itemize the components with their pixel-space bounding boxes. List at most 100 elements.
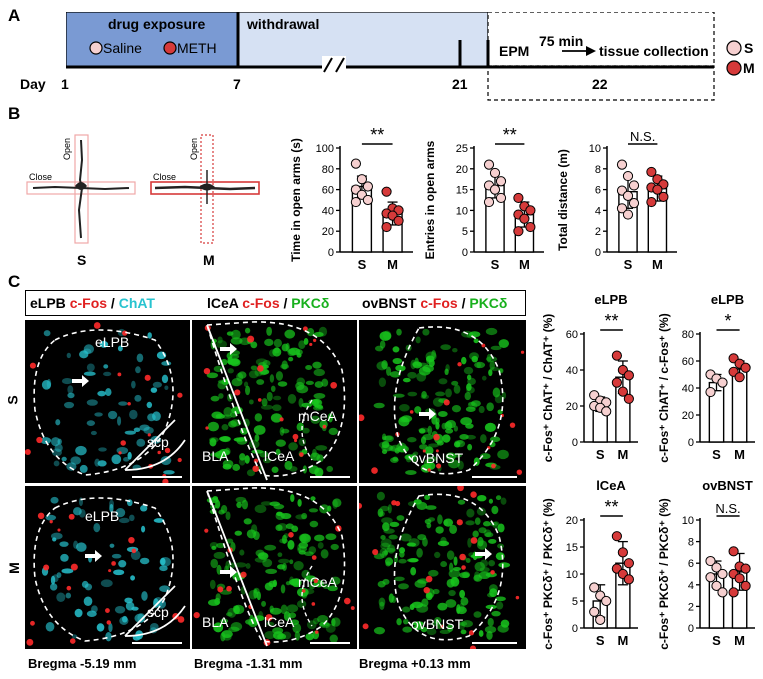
cfos-cell bbox=[302, 326, 308, 332]
cfos-cell bbox=[127, 402, 131, 406]
cell bbox=[320, 549, 329, 559]
cfos-cell bbox=[157, 450, 161, 455]
cell bbox=[100, 579, 113, 588]
cfos-cell bbox=[240, 571, 247, 578]
label-ovbnst-m: ovBNST bbox=[411, 616, 464, 632]
cfos-cell bbox=[470, 537, 478, 544]
cell bbox=[215, 542, 226, 549]
cell bbox=[129, 409, 138, 420]
cfos-cell bbox=[359, 414, 365, 422]
cell bbox=[427, 517, 436, 522]
sig-label: ** bbox=[370, 125, 384, 145]
cfos-cell bbox=[252, 465, 259, 473]
cell bbox=[213, 622, 224, 633]
cell bbox=[239, 549, 245, 556]
cfos-cell bbox=[435, 449, 439, 453]
cell bbox=[244, 455, 250, 464]
cell bbox=[109, 503, 114, 513]
data-point bbox=[646, 166, 657, 178]
data-point bbox=[628, 198, 640, 209]
cell bbox=[103, 364, 109, 369]
cfos-cell bbox=[313, 578, 318, 584]
timeline-svg bbox=[65, 11, 715, 101]
cell bbox=[328, 427, 338, 436]
micro-ovbnst-s: ovBNST bbox=[359, 320, 526, 483]
cell bbox=[398, 416, 410, 427]
cell bbox=[496, 601, 504, 610]
cfos-cell bbox=[68, 513, 75, 520]
cell bbox=[237, 371, 247, 379]
cell bbox=[381, 360, 388, 370]
cell bbox=[150, 387, 158, 393]
cfos-cell bbox=[49, 519, 53, 524]
cell bbox=[220, 618, 229, 624]
cell bbox=[278, 558, 290, 564]
x-tick-label: S bbox=[624, 257, 633, 272]
data-point bbox=[350, 196, 362, 208]
cell bbox=[111, 454, 122, 465]
cell bbox=[273, 395, 282, 401]
data-point bbox=[611, 531, 622, 542]
cell bbox=[289, 578, 301, 586]
cell bbox=[452, 348, 458, 353]
cell bbox=[434, 551, 441, 559]
cell bbox=[464, 391, 471, 401]
cell bbox=[111, 553, 122, 559]
cell bbox=[243, 518, 252, 525]
cell bbox=[383, 550, 389, 555]
cell bbox=[241, 499, 249, 510]
cell bbox=[209, 438, 217, 447]
y-tick-label: 20 bbox=[322, 226, 334, 238]
cell bbox=[407, 371, 417, 379]
cfos-cell bbox=[106, 620, 112, 625]
cell bbox=[380, 542, 391, 550]
y-tick-label: 4 bbox=[688, 580, 694, 592]
cell bbox=[206, 372, 219, 379]
y-tick-label: 15 bbox=[456, 185, 468, 197]
x-tick-label: S bbox=[491, 257, 500, 272]
cell bbox=[45, 622, 55, 632]
cell bbox=[480, 559, 489, 568]
cfos-cell bbox=[144, 374, 151, 381]
cell bbox=[315, 445, 328, 451]
cell bbox=[440, 561, 448, 568]
cell bbox=[465, 406, 476, 412]
cell bbox=[461, 356, 467, 365]
sig-label: ** bbox=[605, 497, 619, 517]
cfos-cell bbox=[177, 392, 183, 398]
data-point bbox=[362, 181, 374, 192]
y-tick-label: 100 bbox=[316, 143, 334, 155]
cell bbox=[403, 618, 409, 625]
cell bbox=[266, 391, 273, 402]
cell bbox=[446, 550, 455, 560]
cell bbox=[308, 465, 320, 475]
cell bbox=[86, 399, 98, 406]
data-point bbox=[495, 192, 507, 204]
cell bbox=[261, 398, 268, 407]
cell bbox=[500, 619, 510, 628]
cfos-cell bbox=[120, 440, 126, 446]
data-point bbox=[658, 191, 669, 202]
cell bbox=[325, 623, 336, 633]
cell bbox=[478, 527, 487, 534]
micro-ovbnst-m: ovBNST bbox=[359, 486, 526, 649]
data-point bbox=[616, 203, 628, 214]
cell bbox=[103, 371, 112, 377]
cell bbox=[303, 337, 309, 345]
data-point bbox=[525, 205, 536, 216]
cell bbox=[253, 588, 258, 599]
y-tick-label: 80 bbox=[682, 329, 694, 341]
cell bbox=[486, 353, 492, 363]
cell bbox=[488, 369, 493, 377]
cell bbox=[477, 536, 484, 547]
cell bbox=[298, 340, 306, 350]
x-tick-label: M bbox=[519, 257, 530, 272]
cell bbox=[97, 390, 106, 397]
cell bbox=[451, 405, 462, 413]
cell bbox=[258, 611, 264, 621]
cell bbox=[422, 328, 430, 336]
cfos-cell bbox=[457, 486, 464, 492]
cfos-cell bbox=[69, 638, 76, 644]
data-point bbox=[617, 386, 628, 397]
cell bbox=[484, 532, 494, 538]
